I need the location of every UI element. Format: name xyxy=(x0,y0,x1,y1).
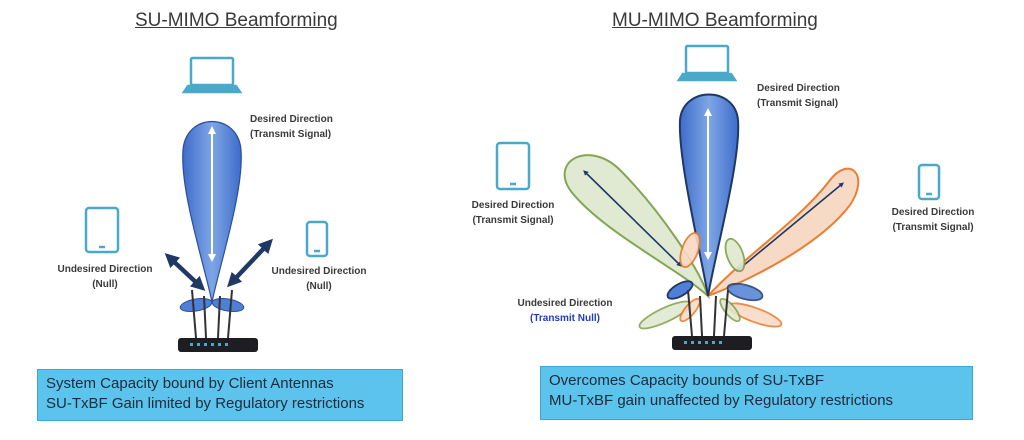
mu-undesired-label: Undesired Direction(Transmit Null) xyxy=(517,298,613,324)
mu-green-arrow xyxy=(583,170,682,267)
router-icon xyxy=(178,289,258,352)
phone-icon xyxy=(917,163,941,201)
phone-icon xyxy=(305,220,329,258)
tablet-icon xyxy=(495,141,531,191)
tablet-icon xyxy=(84,206,120,254)
left-title: SU-MIMO Beamforming xyxy=(135,10,338,31)
su-desired-label: Desired Direction(Transmit Signal) xyxy=(250,114,333,140)
mu-desired-left-label: Desired Direction(Transmit Signal) xyxy=(471,200,555,226)
laptop-icon xyxy=(181,56,243,94)
mu-orange-arrow xyxy=(736,182,844,272)
null-arrow-icon xyxy=(164,238,273,291)
right-title: MU-MIMO Beamforming xyxy=(612,10,818,31)
laptop-icon xyxy=(676,44,738,82)
su-undesired-right-label: Undesired Direction(Null) xyxy=(271,266,367,292)
mu-desired-right-label: Desired Direction(Transmit Signal) xyxy=(891,207,975,233)
su-caption-box: System Capacity bound by Client Antennas… xyxy=(37,369,403,421)
router-icon xyxy=(672,289,752,350)
mu-side-lobes xyxy=(638,231,783,330)
mu-desired-top-label: Desired Direction(Transmit Signal) xyxy=(757,83,840,109)
su-undesired-left-label: Undesired Direction(Null) xyxy=(57,264,153,290)
